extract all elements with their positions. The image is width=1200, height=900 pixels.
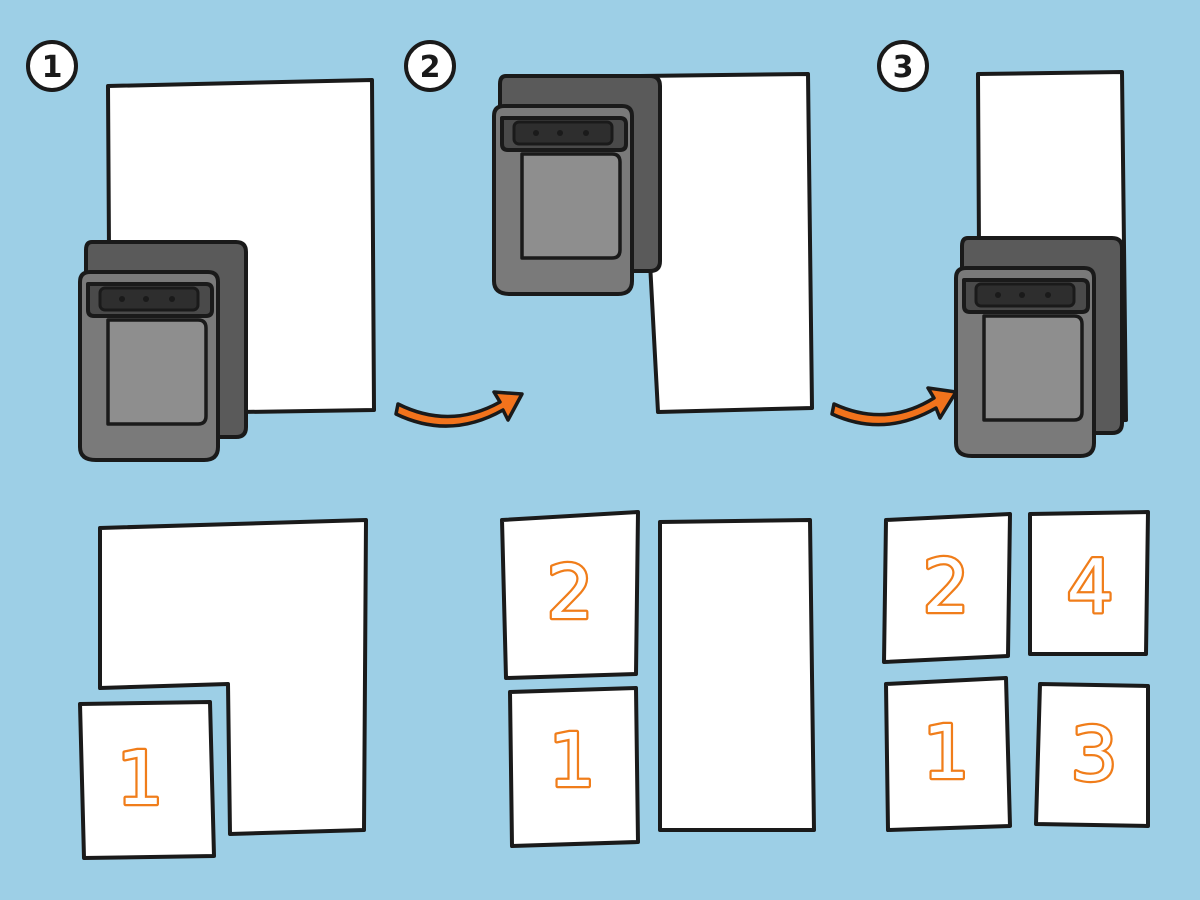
step-badge-1: 1 [26,40,78,92]
section-number: 1 [548,718,595,804]
section-1: 1 [884,676,1012,832]
vacuum-device-icon [78,240,248,462]
step-badge-label: 2 [420,50,441,85]
step3-top-illustration [954,70,1128,458]
section-2: 2 [500,510,640,680]
step-badge-label: 3 [893,50,914,85]
section-number: 3 [1070,712,1117,798]
step-badge-label: 1 [42,50,63,85]
vacuum-device-icon [954,236,1124,458]
step1-top-illustration [78,78,376,462]
vacuum-device-icon [492,74,662,296]
step-badge-3: 3 [877,40,929,92]
section-number: 4 [1066,544,1113,630]
step1-bottom-layout: 1 [78,518,368,860]
remaining-paper-strip [658,518,816,832]
section-number: 1 [922,710,969,796]
paper-sheet [638,72,814,414]
step3-bottom-layout: 2 4 1 3 [882,510,1150,832]
section-number: 2 [546,550,593,636]
section-4: 4 [1028,510,1150,656]
step-badge-2: 2 [404,40,456,92]
remaining-paper-l-shape [98,518,368,836]
section-number: 1 [116,736,163,822]
section-number: 2 [922,544,969,630]
curved-arrow-right-icon [830,386,958,427]
section-3: 3 [1034,682,1150,828]
section-1: 1 [508,686,640,848]
section-1: 1 [78,700,216,860]
section-2: 2 [882,512,1012,664]
step2-top-illustration [492,72,814,414]
step2-bottom-layout: 2 1 [500,510,816,848]
curved-arrow-right-icon [394,390,524,428]
